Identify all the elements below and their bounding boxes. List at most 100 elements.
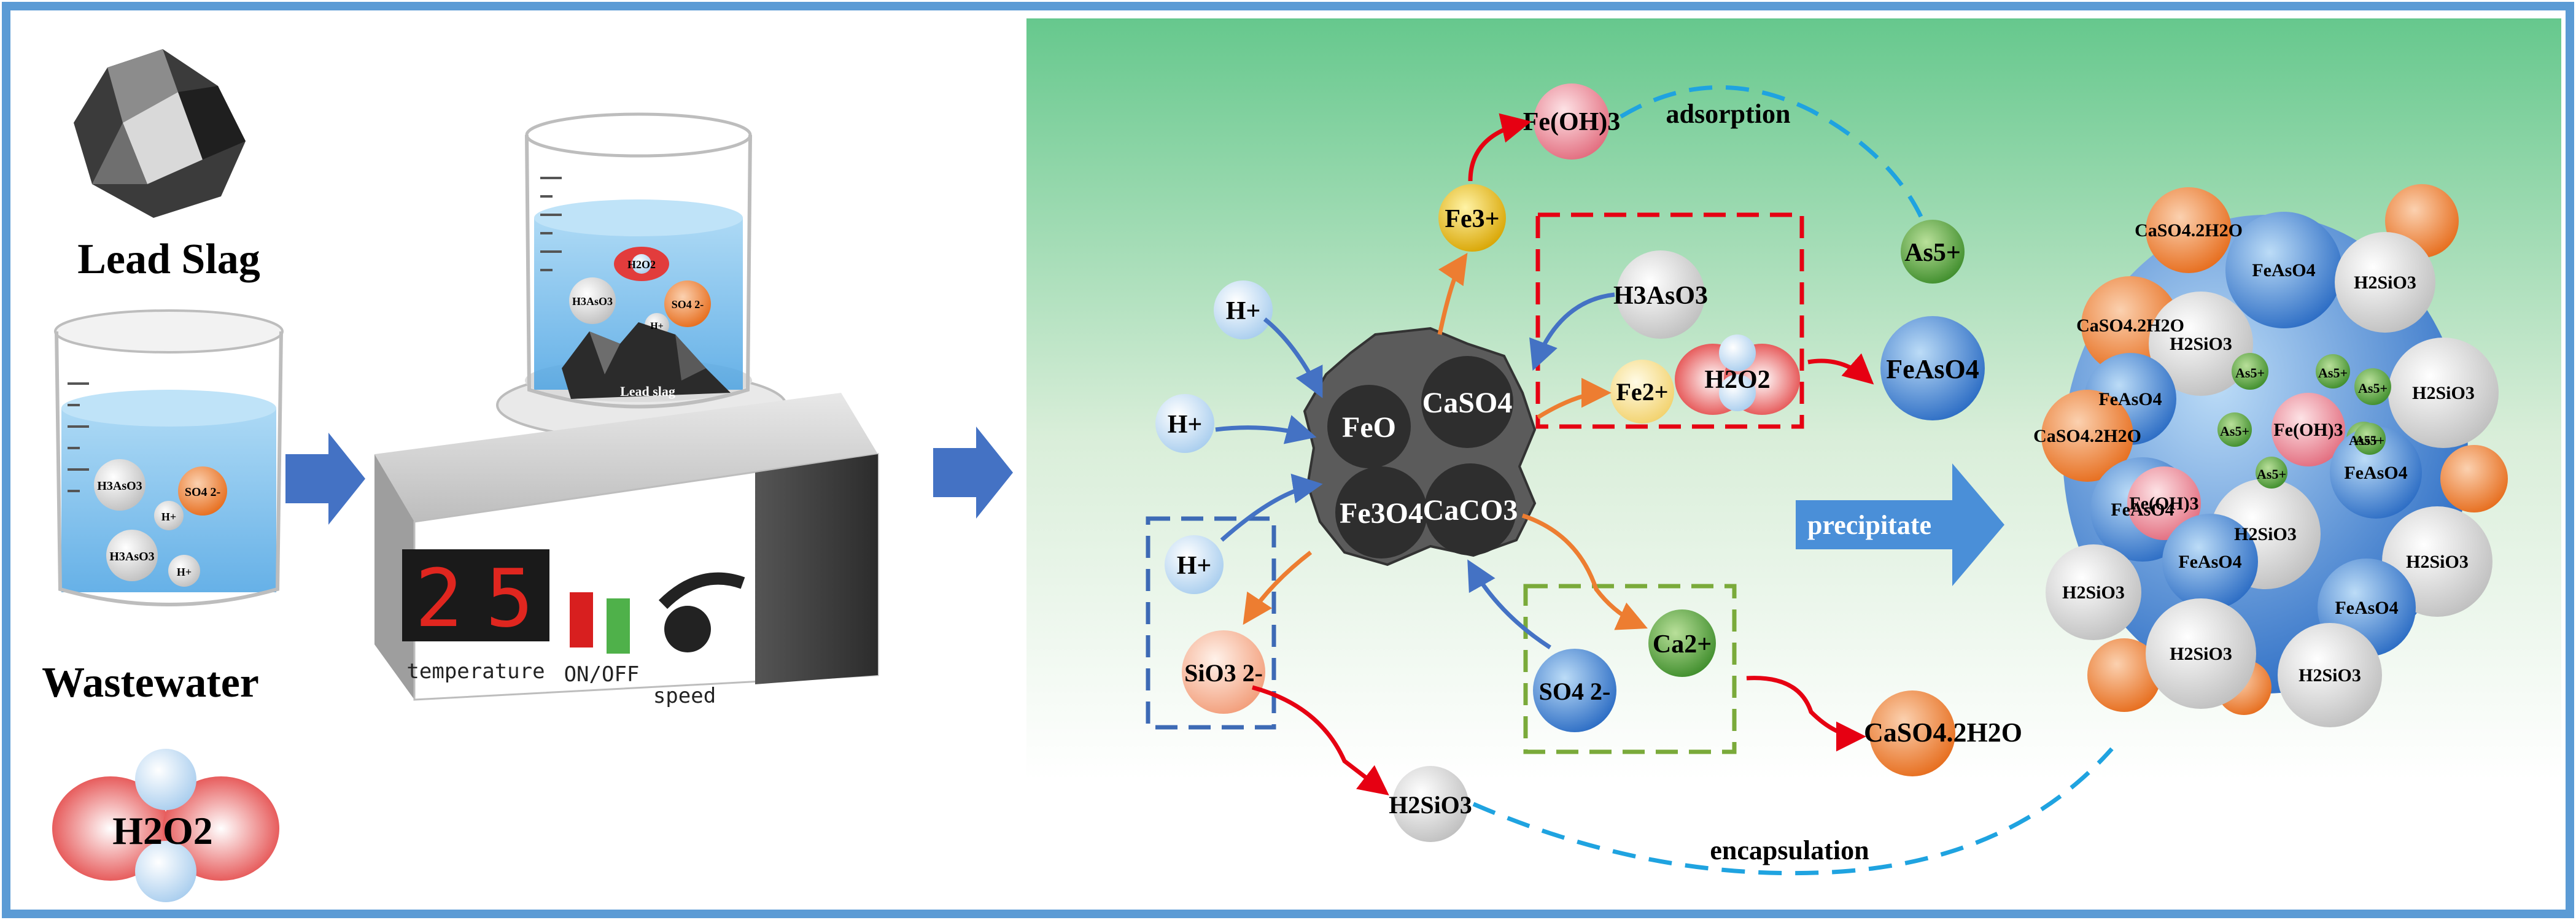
cluster-label-19: H2SiO3	[2406, 552, 2469, 572]
beaker-h3aso3: H3AsO3	[572, 295, 613, 307]
caso4-sphere	[1421, 356, 1513, 448]
cluster-label-16: Fe(OH)3	[2129, 493, 2198, 514]
adsorption-label: adsorption	[1666, 99, 1791, 129]
caso4-2h2o-particle	[1869, 690, 1955, 776]
encapsulation-path	[1472, 747, 2114, 876]
cluster-particle-4	[2149, 292, 2253, 396]
cluster-particle-14	[2330, 427, 2422, 519]
h-ion-2	[1155, 394, 1214, 453]
cluster-accent-1	[2440, 445, 2508, 512]
cluster-label-1: FeAsO4	[2252, 260, 2315, 280]
h2sio3-label: H2SiO3	[1389, 791, 1472, 819]
sio3-ion	[1182, 630, 1265, 714]
reaction-beaker	[525, 112, 752, 409]
cluster-label-17: H2SiO3	[2234, 524, 2297, 544]
beaker-h: H+	[650, 321, 664, 331]
lead-slag-label: Lead Slag	[77, 236, 260, 283]
cluster-particle-6	[2232, 353, 2268, 390]
h2o2-reactant	[1675, 334, 1800, 415]
feaso4-label: FeAsO4	[1886, 354, 1979, 384]
arrow-core-fe2	[1537, 377, 1612, 419]
h2o2-reactant-label: H2O2	[1704, 366, 1770, 394]
caco3-sphere	[1424, 463, 1516, 555]
cluster-particle-24	[2256, 457, 2287, 489]
so4-ion	[1533, 649, 1616, 732]
cluster-particle-18	[2162, 514, 2258, 609]
h-ion-3-label: H+	[1177, 552, 1212, 580]
cluster-label-20: H2SiO3	[2062, 582, 2125, 603]
beaker-label-h3aso3: H3AsO3	[97, 479, 142, 493]
cluster-label-5: FeAsO4	[2098, 389, 2162, 409]
arrow-core-fe3	[1437, 252, 1468, 335]
cluster-label-2: H2SiO3	[2354, 273, 2416, 293]
cluster-particle-8	[2217, 412, 2252, 447]
cluster-label-10: CaSO4.2H2O	[2033, 426, 2141, 446]
cluster-particle-2	[2335, 232, 2435, 333]
h-ion-2-label: H+	[1168, 411, 1203, 439]
cluster-label-11: As5+	[2358, 381, 2388, 396]
cluster-label-18: FeAsO4	[2178, 552, 2241, 572]
arrow-h3aso3-core	[1529, 292, 1615, 371]
h2o2-molecule-icon	[52, 749, 279, 902]
cluster-label-9: H2SiO3	[2412, 383, 2475, 403]
on-switch[interactable]	[570, 592, 593, 647]
ca2-ion	[1648, 609, 1716, 677]
arrow-core-ca2	[1521, 513, 1648, 630]
flow-arrow-2	[933, 427, 1013, 519]
h-ion-1	[1214, 280, 1273, 339]
feoh3-label: Fe(OH)3	[1523, 108, 1621, 136]
h-ion-1-label: H+	[1226, 297, 1261, 325]
lead-slag-icon	[74, 49, 246, 218]
beaker-label-h: H+	[161, 511, 176, 523]
h2o2-label: H2O2	[112, 809, 213, 852]
caso4-2h2o-label: CaSO4.2H2O	[1864, 717, 2022, 748]
cluster-particle-1	[2225, 212, 2342, 328]
cluster-particle-22	[2146, 598, 2256, 709]
cluster-label-25: As5+	[2355, 433, 2384, 448]
precipitate-cluster: CaSO4.2H2OFeAsO4H2SiO3CaSO4.2H2OH2SiO3Fe…	[2033, 184, 2508, 727]
cluster-particle-25	[2354, 423, 2386, 455]
arrow-so4-core	[1467, 559, 1551, 649]
cluster-label-3: CaSO4.2H2O	[2076, 315, 2184, 336]
h-ion-3	[1165, 535, 1224, 594]
cluster-label-21: FeAsO4	[2335, 598, 2398, 618]
cluster-particle-20	[2046, 544, 2141, 640]
core-fe3o4: Fe3O4	[1340, 497, 1423, 530]
display-digit-2: 5	[486, 552, 533, 645]
core-feo: FeO	[1342, 411, 1396, 444]
so4-label: SO4 2-	[1539, 678, 1611, 705]
sio3-label: SiO3 2-	[1184, 659, 1263, 687]
as5-label: As5+	[1904, 239, 1961, 267]
arrow-h1	[1263, 317, 1323, 398]
beaker-label-h3aso3-2: H3AsO3	[109, 550, 154, 563]
cluster-particle-0	[2146, 187, 2232, 273]
fe2-ion	[1610, 360, 1674, 423]
adsorption-path	[1620, 85, 1924, 219]
cluster-label-23: H2SiO3	[2299, 665, 2361, 686]
off-switch[interactable]	[607, 598, 630, 654]
speed-knob[interactable]	[664, 606, 711, 652]
cluster-label-24: As5+	[2257, 466, 2286, 482]
h3aso3-label: H3AsO3	[1613, 282, 1708, 310]
feaso4-particle	[1880, 316, 1985, 420]
fe3o4-sphere	[1335, 466, 1427, 559]
cluster-accent-2	[2087, 638, 2161, 712]
encapsulation-label: encapsulation	[1710, 835, 1869, 865]
ca2-label: Ca2+	[1653, 630, 1712, 659]
green-dashed-box	[1523, 584, 1737, 754]
cluster-label-7: As5+	[2318, 365, 2348, 381]
core-caso4: CaSO4	[1422, 387, 1513, 419]
cluster-label-8: As5+	[2220, 423, 2249, 439]
cluster-particle-11	[2354, 368, 2391, 405]
beaker-label-so4: SO4 2-	[185, 485, 220, 499]
precipitate-arrow	[1796, 463, 2004, 586]
arrow-sio3-h2sio3	[1252, 685, 1389, 795]
beaker-lead-slag: Lead slag	[620, 384, 675, 399]
cluster-label-4: H2SiO3	[2170, 334, 2232, 354]
speed-label: speed	[653, 684, 716, 708]
fe3-label: Fe3+	[1445, 205, 1499, 233]
temperature-display	[402, 549, 549, 641]
h3aso3-molecule	[1616, 250, 1705, 339]
